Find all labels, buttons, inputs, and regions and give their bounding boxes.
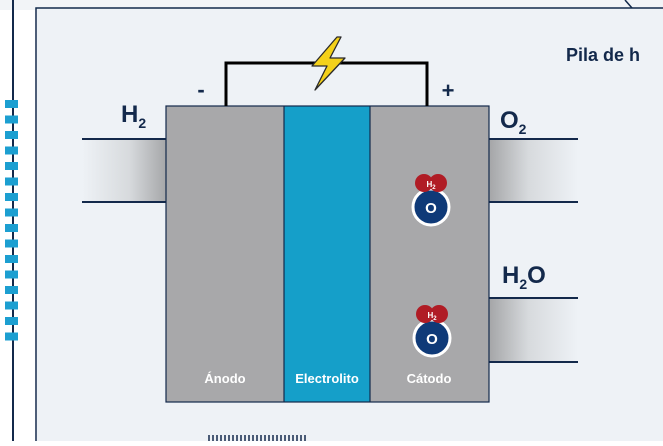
electrolyte-label: Electrolito [295,371,359,386]
oxygen-label: O [425,200,437,217]
edge-tick [5,131,18,139]
h2o-outlet-channel [488,299,578,361]
lightning-bolt-icon [311,36,346,91]
electrolyte-block [284,106,370,402]
edge-tick [5,208,18,217]
anode-block [166,106,284,402]
frame-inner-line [35,7,663,441]
edge-ticks [5,100,18,341]
o2-inlet-label: O2 [500,107,527,137]
hydrogen-atom [416,305,434,323]
oxygen-atom [411,187,451,227]
h2-inlet-channel [82,140,168,201]
cathode-block [370,106,489,402]
diagram-title: Pila de h [566,45,640,65]
negative-terminal-label: - [197,77,204,102]
edge-tick [5,286,18,294]
hydrogen-atom [429,174,447,192]
positive-terminal-label: + [442,78,455,103]
edge-tick [5,115,18,124]
hydrogen-atom [430,305,448,323]
bottom-ruler-marks [208,435,306,441]
edge-tick [5,177,18,186]
edge-tick [5,146,18,155]
edge-tick [5,270,18,279]
h2-inlet-label: H2 [121,101,146,131]
oxygen-atom [412,318,452,358]
cathode-label: Cátodo [407,371,452,386]
edge-tick [5,301,18,310]
frame-corner [624,0,633,9]
edge-tick [5,239,18,248]
h2-molecule-label: H2 [427,311,437,322]
edge-tick [5,162,18,170]
anode-label: Ánodo [204,371,245,386]
hydrogen-atom [415,174,433,192]
h2-molecule-label: H2 [426,180,436,191]
water-molecule: H2 O [411,174,451,227]
edge-tick [5,100,18,108]
edge-tick [5,332,18,341]
edge-tick [5,255,18,263]
edge-tick [5,224,18,232]
oxygen-label: O [426,331,438,348]
edge-tick [5,193,18,201]
water-molecule: H2 O [412,305,452,358]
o2-inlet-channel [488,140,578,201]
h2o-outlet-label: H2O [502,262,546,292]
edge-tick [5,317,18,325]
